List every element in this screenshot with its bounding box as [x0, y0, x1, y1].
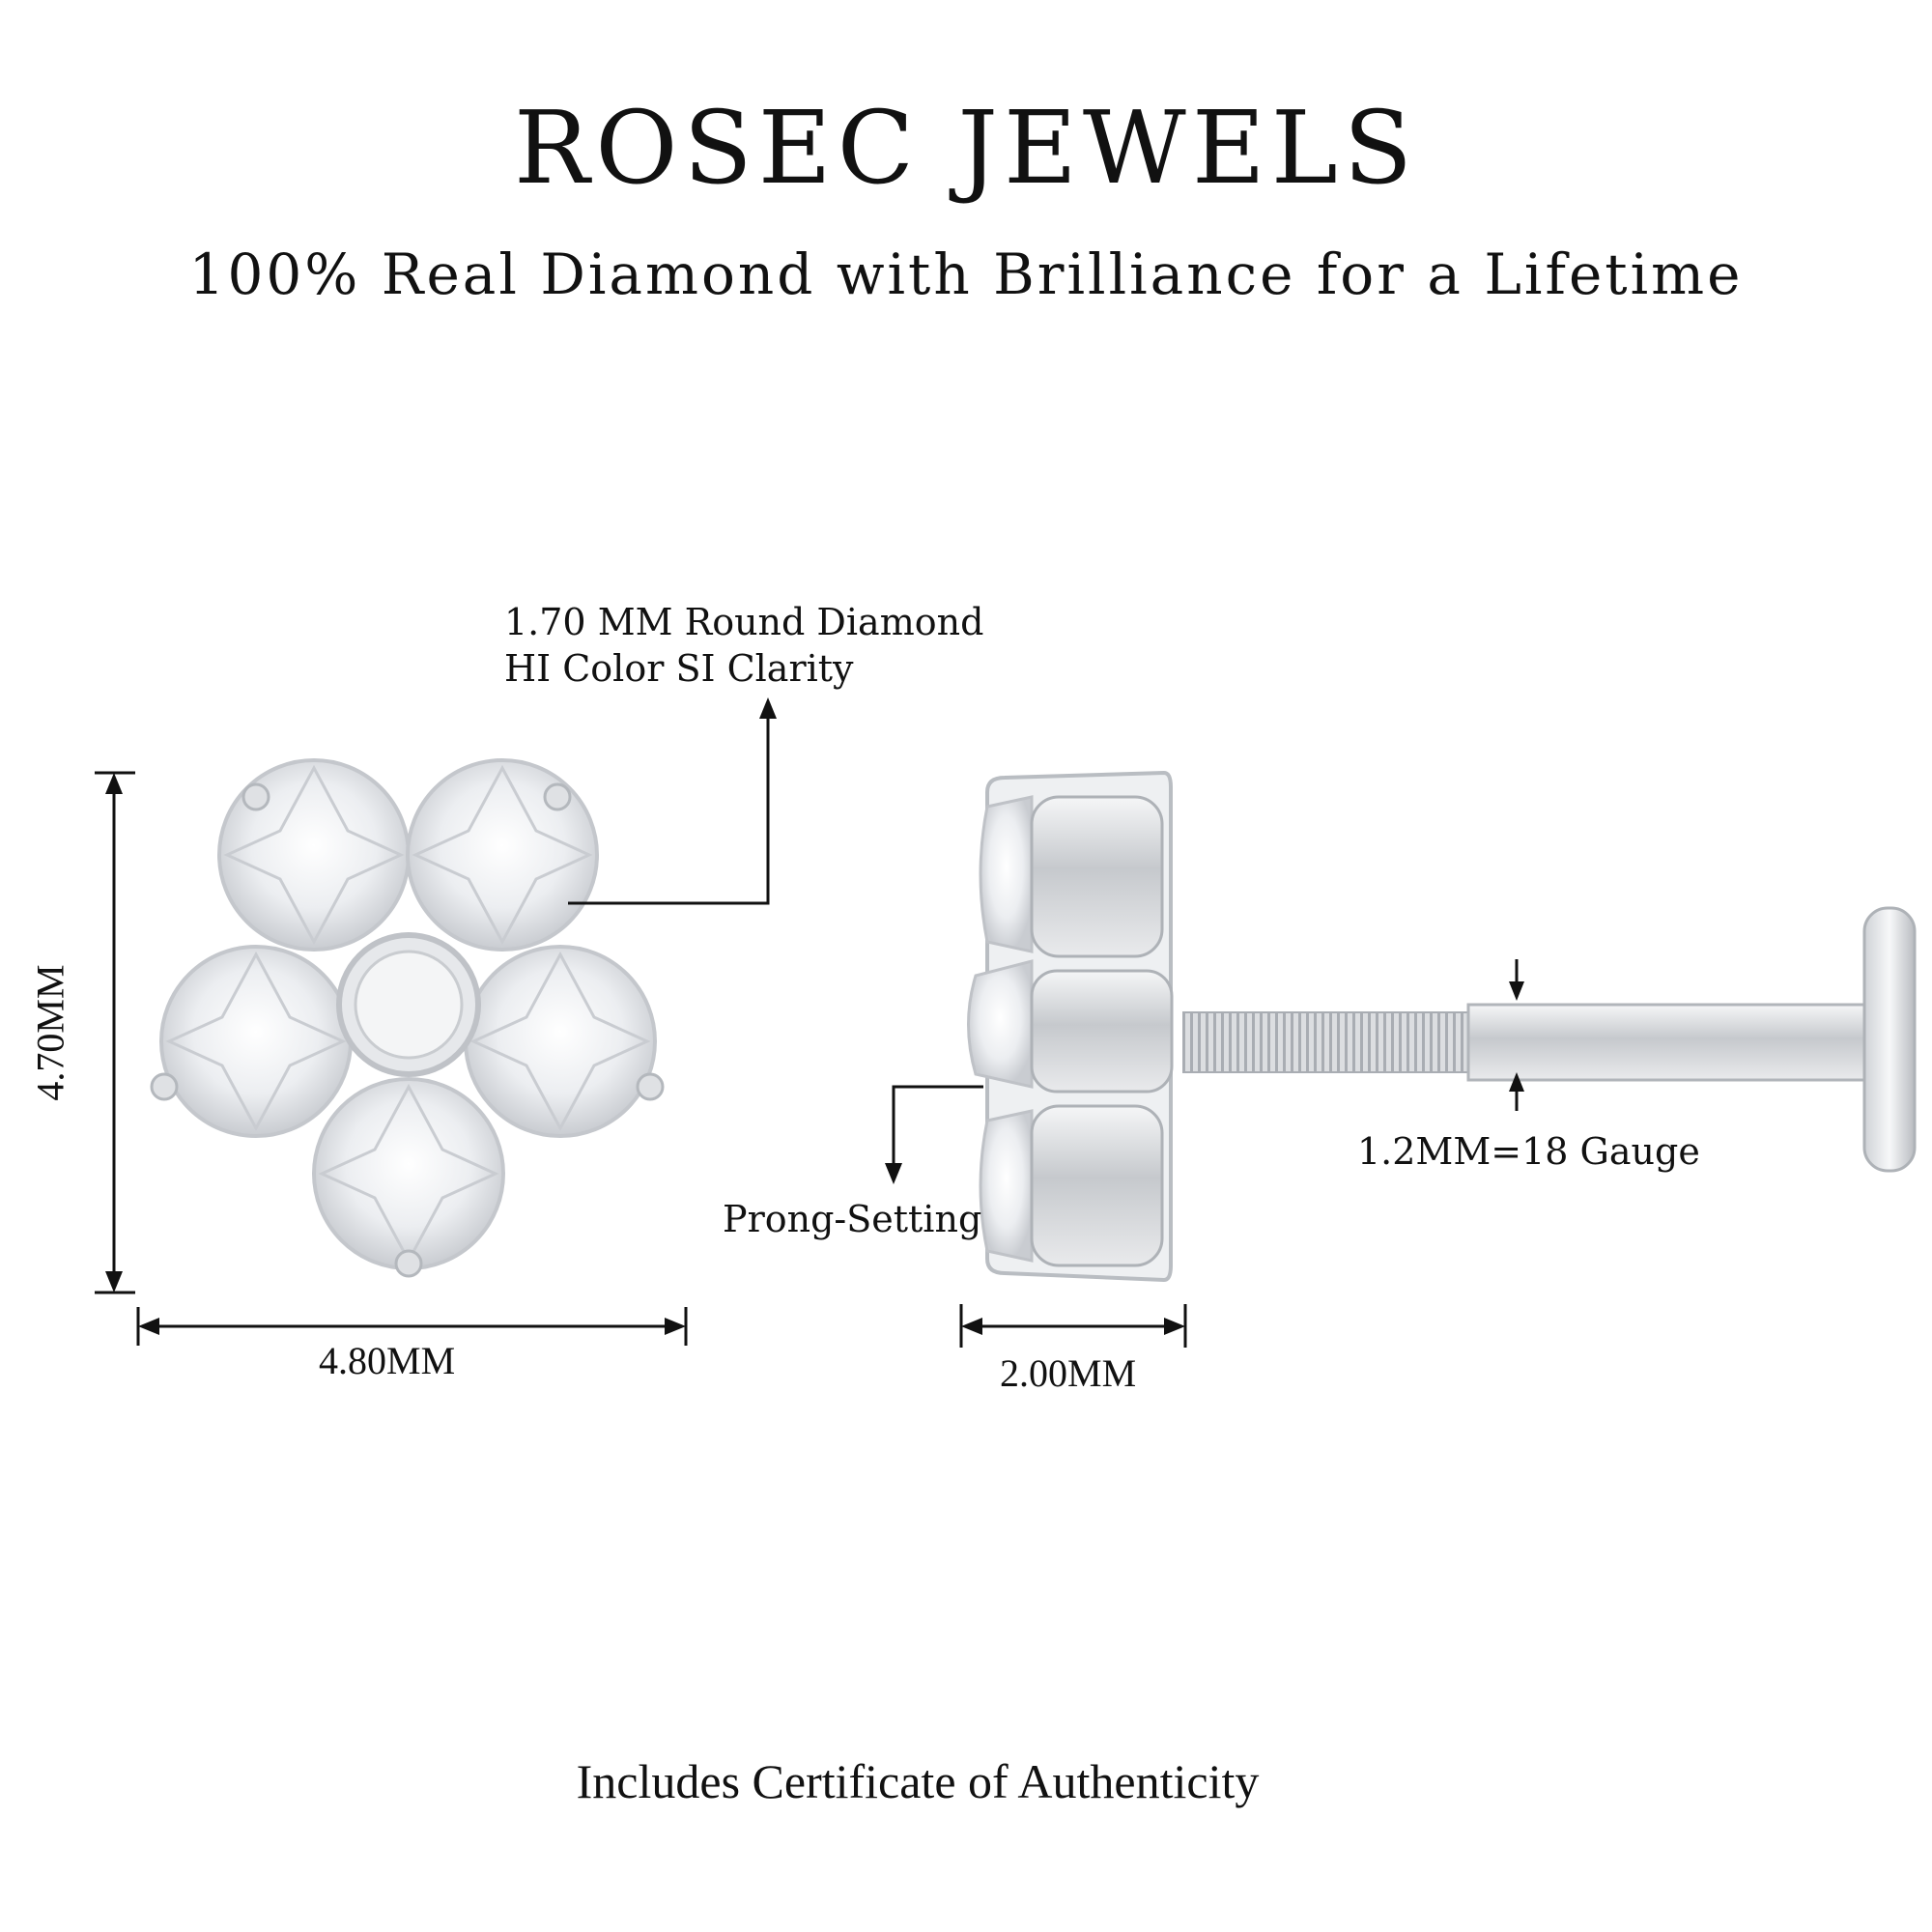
bezel-cup [1030, 969, 1174, 1094]
labret-bar [1466, 1003, 1878, 1082]
depth-dimension [959, 1304, 1187, 1348]
diamond-petal [159, 945, 353, 1138]
stone-spec-line-1: 1.70 MM Round Diamond [504, 601, 984, 643]
diamond-petal [217, 758, 411, 952]
width-dimension [136, 1307, 688, 1346]
front-view-earring [150, 758, 665, 1278]
prong-tips [150, 782, 665, 1278]
tagline: 100% Real Diamond with Brilliance for a … [188, 242, 1744, 307]
diamond-profile [967, 795, 1034, 1263]
brand-title: ROSEC JEWELS [513, 89, 1419, 207]
width-label: 4.80MM [319, 1339, 456, 1382]
stone-callout-leader [568, 697, 777, 905]
side-view-earring [967, 770, 1917, 1283]
flat-back-disc [1862, 906, 1917, 1173]
prong-setting-label: Prong-Setting [723, 1198, 982, 1240]
stone-spec-line-2: HI Color SI Clarity [504, 647, 854, 690]
bezel-cup [1030, 795, 1164, 958]
depth-label: 2.00MM [1000, 1351, 1137, 1395]
gauge-dimension [1509, 959, 1524, 1111]
certificate-note: Includes Certificate of Authenticity [576, 1754, 1260, 1808]
center-bead [336, 932, 481, 1077]
setting-callout-leader [885, 1085, 983, 1184]
height-label: 4.70MM [28, 964, 72, 1101]
height-dimension [95, 771, 135, 1294]
threaded-post [1182, 1011, 1470, 1073]
diamond-petal [464, 945, 657, 1138]
diamond-petal [312, 1077, 505, 1270]
bezel-cup [1030, 1104, 1164, 1267]
gauge-label: 1.2MM=18 Gauge [1357, 1130, 1700, 1173]
